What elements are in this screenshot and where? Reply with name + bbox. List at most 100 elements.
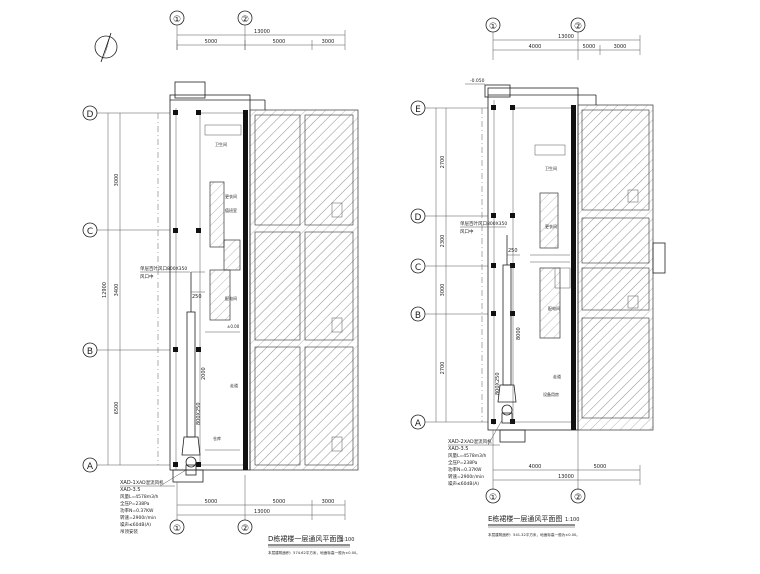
left-grid-col-2-bottom: ②: [237, 475, 253, 535]
svg-text:配电间: 配电间: [548, 305, 560, 311]
svg-text:风量L=4578m3/h: 风量L=4578m3/h: [448, 452, 486, 459]
right-grid-row-D: D: [410, 208, 488, 224]
svg-text:值班室: 值班室: [225, 207, 237, 213]
right-grid-row-B: B: [410, 306, 488, 322]
left-plan-note: 本层建筑面积：574.62平方米，地面标高一般为±0.00。: [268, 550, 360, 555]
svg-text:4000: 4000: [529, 464, 542, 470]
svg-text:仓库: 仓库: [213, 435, 221, 441]
svg-text:250: 250: [192, 294, 202, 300]
svg-text:13000: 13000: [254, 509, 270, 515]
svg-text:3000: 3000: [114, 174, 120, 187]
svg-text:XAD-3.5: XAD-3.5: [120, 487, 140, 493]
right-thick-wall: [571, 105, 576, 430]
right-plan-note: 本层建筑面积：541.32平方米，地面标高一般为±0.00。: [488, 532, 580, 537]
right-exhaust-duct: [497, 235, 520, 424]
svg-text:全压P=238Pa: 全压P=238Pa: [448, 459, 478, 466]
right-grid-row-E: E: [410, 100, 488, 116]
right-grid-row-C: C: [410, 258, 488, 274]
svg-text:8000: 8000: [516, 327, 522, 340]
svg-text:13000: 13000: [558, 34, 574, 40]
svg-text:XAD混流风机: XAD混流风机: [464, 438, 492, 445]
svg-text:B: B: [415, 311, 421, 321]
svg-text:XAD混流风机: XAD混流风机: [136, 479, 164, 486]
svg-text:2300: 2300: [440, 235, 446, 248]
svg-text:②: ②: [241, 15, 249, 25]
svg-text:2700: 2700: [440, 156, 446, 169]
svg-text:3000: 3000: [322, 39, 335, 45]
svg-text:D: D: [415, 213, 422, 223]
svg-text:B: B: [87, 347, 93, 357]
svg-text:更衣间: 更衣间: [225, 193, 237, 199]
svg-text:C: C: [87, 227, 93, 237]
svg-text:XAD-3.5: XAD-3.5: [448, 446, 468, 452]
svg-text:4000: 4000: [529, 44, 542, 50]
svg-text:6500: 6500: [114, 402, 120, 415]
left-fan-spec: XAD-1 XAD混流风机 XAD-3.5 风量L=4578m3/h 全压P=2…: [120, 469, 187, 535]
left-exhaust-duct: [181, 271, 205, 476]
svg-text:5000: 5000: [594, 464, 607, 470]
left-duct-label: 单层百叶风口800X350: [140, 265, 187, 272]
svg-text:3400: 3400: [114, 284, 120, 297]
svg-text:风量L=4578m3/h: 风量L=4578m3/h: [120, 493, 158, 500]
left-grid-col-1-bottom: ①: [169, 482, 185, 535]
svg-text:2700: 2700: [440, 362, 446, 375]
svg-text:①: ①: [489, 493, 497, 503]
left-grid-row-C: C: [82, 222, 170, 238]
svg-text:配电间: 配电间: [225, 295, 237, 301]
left-duct-size: 800X250: [196, 402, 202, 425]
left-grid-row-D: D: [82, 105, 170, 121]
right-grid-col-1: ①: [485, 17, 501, 60]
right-plan-title: E栋裙楼一层通风平面图: [488, 514, 562, 523]
right-fan-spec: XAD-2 XAD混流风机 XAD-3.5 风量L=4578m3/h 全压P=2…: [448, 419, 503, 487]
left-plan-title: D栋裙楼一层通风平面图: [268, 534, 343, 543]
right-duct-label: 单层百叶风口800X350: [460, 220, 507, 227]
left-total-top: 13000: [254, 29, 270, 35]
svg-text:A: A: [415, 419, 422, 429]
right-grid-col-2: ②: [570, 17, 586, 60]
svg-text:5000: 5000: [273, 39, 286, 45]
svg-text:风口中: 风口中: [140, 273, 154, 280]
right-plan-scale: 1:100: [565, 517, 579, 523]
svg-text:走道: 走道: [230, 382, 238, 388]
svg-text:C: C: [415, 263, 421, 273]
svg-text:噪声≤60dB(A): 噪声≤60dB(A): [448, 480, 479, 487]
svg-text:②: ②: [574, 22, 582, 32]
svg-text:卫生间: 卫生间: [545, 165, 557, 171]
north-arrow-icon: [94, 32, 118, 63]
svg-text:12900: 12900: [102, 282, 108, 298]
svg-text:3000: 3000: [322, 499, 335, 505]
left-plan: ① ② 13000 5000 5000 3000 D C: [82, 10, 360, 555]
svg-text:②: ②: [574, 493, 582, 503]
svg-text:E: E: [415, 105, 421, 115]
svg-text:D: D: [87, 110, 94, 120]
right-grid-col-1-bottom: ①: [485, 488, 501, 504]
svg-text:A: A: [87, 462, 94, 472]
left-thick-wall: [243, 110, 248, 470]
right-duct-size: 800X250: [495, 372, 501, 395]
left-plan-scale: 1:100: [340, 537, 354, 543]
svg-text:3000: 3000: [440, 284, 446, 297]
svg-text:转速=2900r/min: 转速=2900r/min: [120, 514, 156, 521]
svg-text:250: 250: [508, 248, 518, 254]
svg-text:走道: 走道: [553, 373, 561, 379]
left-stair-core: [209, 181, 225, 248]
svg-text:功率N=0.37KW: 功率N=0.37KW: [448, 466, 482, 473]
svg-text:更衣间: 更衣间: [545, 223, 557, 229]
svg-text:5000: 5000: [205, 39, 218, 45]
svg-text:①: ①: [173, 524, 181, 534]
svg-text:设备用房: 设备用房: [543, 391, 559, 397]
svg-text:13000: 13000: [558, 474, 574, 480]
svg-text:吊顶安装: 吊顶安装: [120, 528, 138, 535]
svg-text:XAD-1: XAD-1: [120, 480, 136, 486]
svg-text:①: ①: [173, 15, 181, 25]
right-stair-core: [539, 192, 559, 249]
svg-text:2000: 2000: [201, 367, 207, 380]
svg-text:XAD-2: XAD-2: [448, 439, 464, 445]
left-grid-row-B: B: [82, 342, 170, 358]
svg-text:-0.050: -0.050: [470, 78, 485, 84]
svg-text:转速=2900r/min: 转速=2900r/min: [448, 473, 484, 480]
svg-text:5000: 5000: [205, 499, 218, 505]
svg-text:5000: 5000: [583, 44, 596, 50]
